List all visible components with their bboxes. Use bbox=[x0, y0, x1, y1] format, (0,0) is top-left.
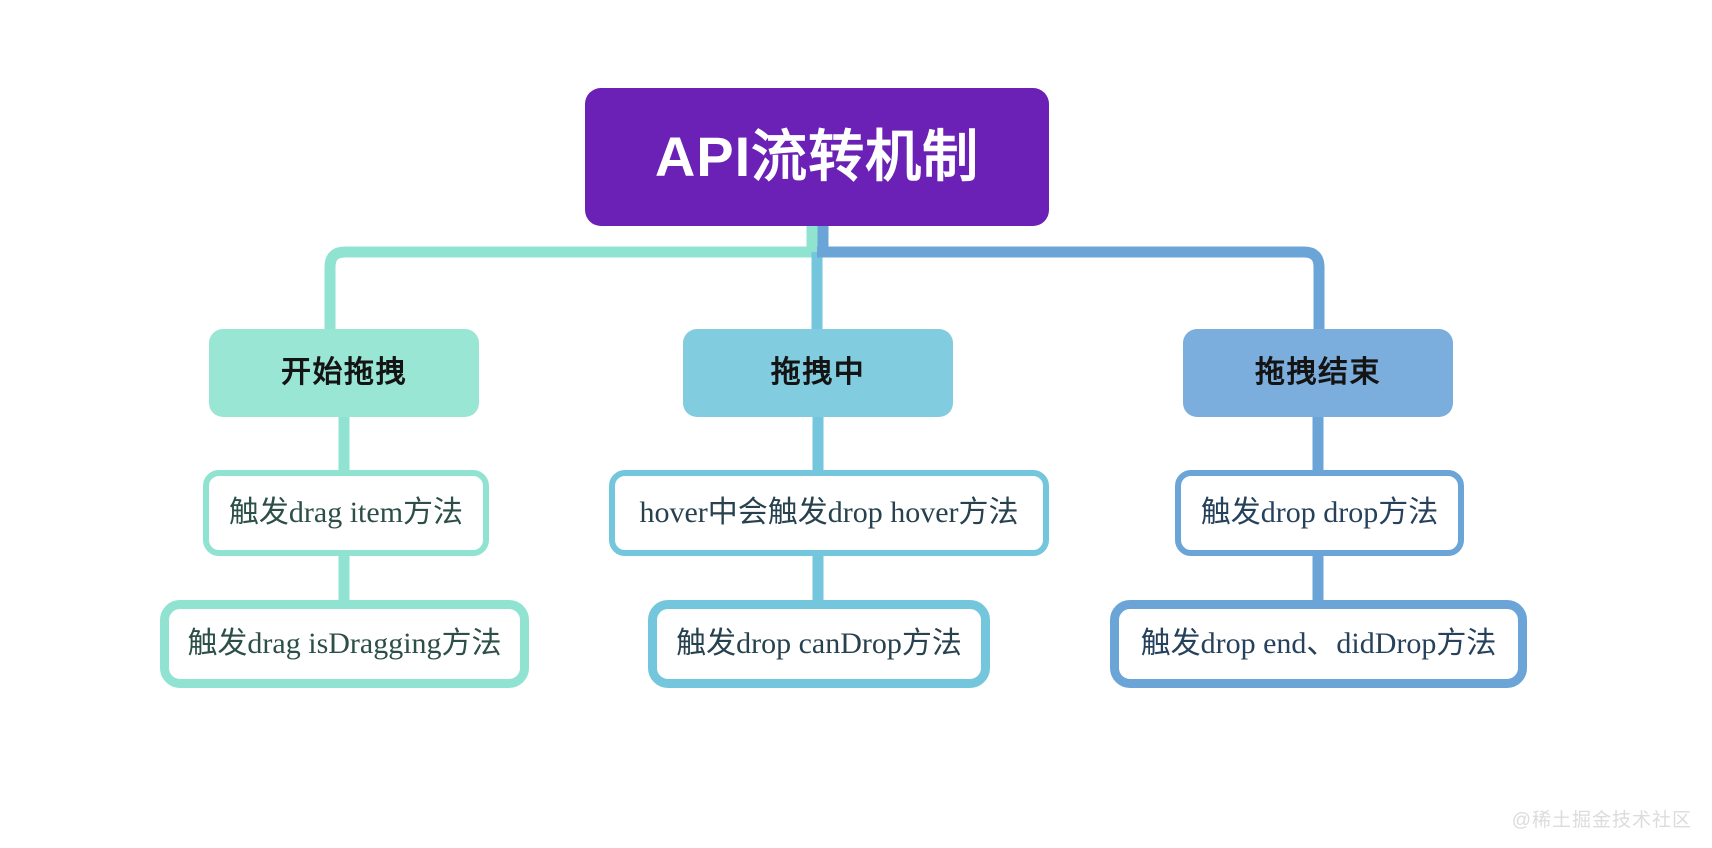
leaf-node-label: 触发drop end、didDrop方法 bbox=[1140, 627, 1497, 660]
connector-elbow-right-corner bbox=[1303, 246, 1325, 268]
leaf-node-drop-candrop[interactable]: 触发drop canDrop方法 bbox=[648, 600, 990, 688]
stage-node-label: 拖拽结束 bbox=[1255, 356, 1381, 389]
leaf-node-drag-isdragging[interactable]: 触发drag isDragging方法 bbox=[160, 600, 529, 688]
stage-node-label: 开始拖拽 bbox=[281, 356, 407, 389]
leaf-node-label: hover中会触发drop hover方法 bbox=[639, 496, 1019, 529]
stage-node-label: 拖拽中 bbox=[770, 356, 866, 389]
leaf-node-label: 触发drag item方法 bbox=[228, 496, 464, 529]
connector-elbow-left-corner bbox=[324, 246, 346, 268]
leaf-node-drop-drop[interactable]: 触发drop drop方法 bbox=[1175, 470, 1464, 556]
leaf-node-drop-end-diddrop[interactable]: 触发drop end、didDrop方法 bbox=[1110, 600, 1527, 688]
stage-node-dragging[interactable]: 拖拽中 bbox=[683, 329, 953, 417]
leaf-node-drag-item[interactable]: 触发drag item方法 bbox=[203, 470, 489, 556]
watermark: @稀土掘金技术社区 bbox=[1511, 810, 1692, 831]
leaf-node-label: 触发drop canDrop方法 bbox=[676, 627, 962, 660]
leaf-node-label: 触发drag isDragging方法 bbox=[187, 627, 502, 660]
leaf-node-drop-hover[interactable]: hover中会触发drop hover方法 bbox=[609, 470, 1049, 556]
root-node-label: API流转机制 bbox=[654, 125, 980, 188]
root-node-api-flow[interactable]: API流转机制 bbox=[585, 88, 1049, 226]
stage-node-drag-end[interactable]: 拖拽结束 bbox=[1183, 329, 1453, 417]
stage-node-start-drag[interactable]: 开始拖拽 bbox=[209, 329, 479, 417]
leaf-node-label: 触发drop drop方法 bbox=[1200, 496, 1439, 529]
